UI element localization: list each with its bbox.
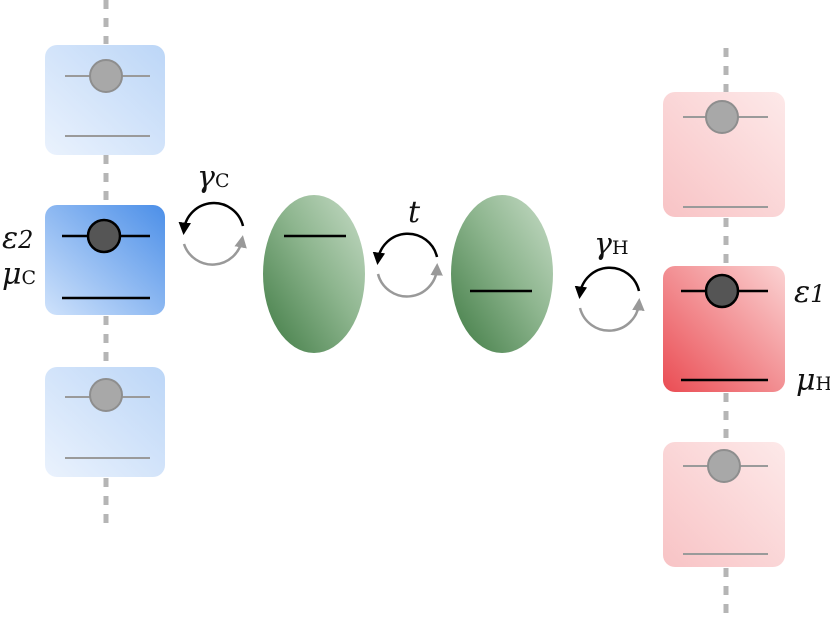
cold-level-upper-faint xyxy=(45,45,165,155)
arrow-cold-black xyxy=(178,201,245,235)
electron-icon xyxy=(89,378,123,412)
arrow-cold-grey xyxy=(182,235,247,266)
hot-level-active xyxy=(663,266,785,392)
hot-reservoir-column xyxy=(663,48,785,613)
hot-level-upper-faint xyxy=(663,92,785,217)
cold-level-active xyxy=(45,205,165,315)
electron-icon xyxy=(705,100,739,134)
arrow-t-grey xyxy=(376,263,443,298)
label-mu-h: μH xyxy=(796,363,830,398)
tunneling-arrows-hot xyxy=(574,266,645,332)
quantum-dot-left xyxy=(263,195,365,353)
electron-icon xyxy=(86,218,122,254)
label-t: t xyxy=(408,195,421,230)
label-gamma-h: γH xyxy=(594,227,629,262)
cold-reservoir-column xyxy=(45,0,165,525)
label-gamma-c: γC xyxy=(197,160,229,195)
arrow-hot-grey xyxy=(578,298,645,332)
cold-level-lower-faint xyxy=(45,367,165,477)
arrow-hot-black xyxy=(574,266,641,299)
arrow-t-black xyxy=(372,232,439,265)
electron-icon xyxy=(704,273,740,309)
electron-icon xyxy=(707,449,741,483)
electron-icon xyxy=(89,59,123,93)
label-epsilon-1: ε1 xyxy=(794,275,825,310)
tunneling-arrows-cold xyxy=(178,201,247,266)
label-mu-c: μC xyxy=(2,257,36,292)
label-epsilon-2: ε2 xyxy=(2,221,33,256)
tunneling-arrows-dots xyxy=(372,232,443,298)
hot-level-lower-faint xyxy=(663,442,785,567)
quantum-dot-right xyxy=(451,195,553,353)
